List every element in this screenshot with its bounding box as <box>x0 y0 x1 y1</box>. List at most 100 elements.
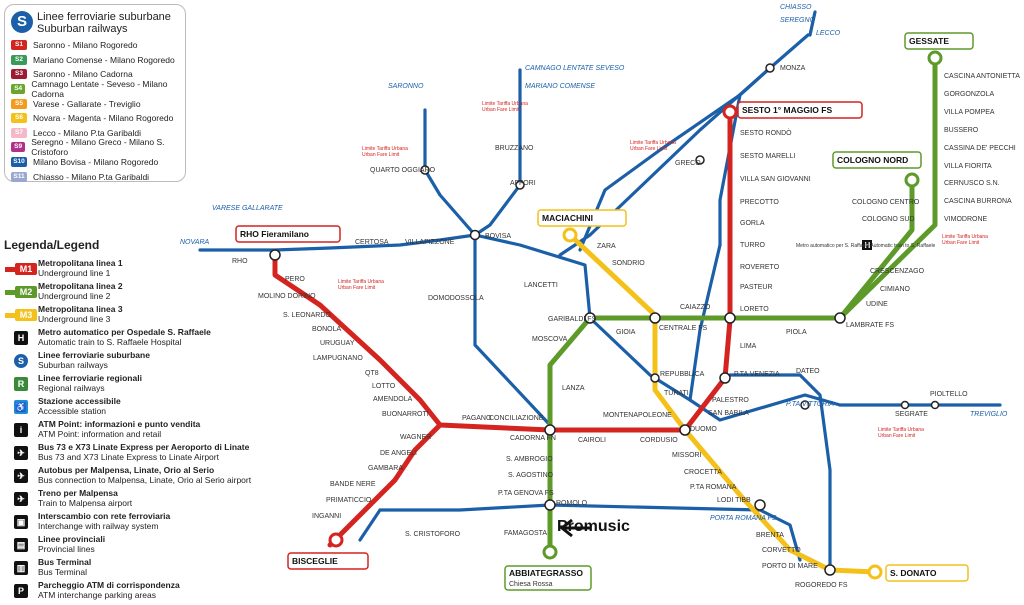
legend-symbol-icon: ✈ <box>4 488 38 510</box>
station-label: VILLA SAN GIOVANNI <box>740 176 811 183</box>
legend-text-it: ATM Point: informazioni e punto vendita <box>38 419 201 429</box>
svg-text:SEGRATE: SEGRATE <box>895 411 928 418</box>
legend-symbol-icon: ✈ <box>4 442 38 464</box>
legend-symbol-icon: ▥ <box>4 557 38 579</box>
metro-line-icon: M3 <box>4 304 38 326</box>
station-label: BUONARROTI <box>382 411 429 418</box>
line-badge: S1 <box>11 40 27 51</box>
suburban-legend: S Linee ferroviarie suburbane Suburban r… <box>4 4 186 182</box>
line-badge: S9 <box>11 142 26 153</box>
suburban-lines <box>198 10 1002 572</box>
svg-text:Urban Fare Limit: Urban Fare Limit <box>482 107 520 113</box>
promo-label: Promusic <box>557 518 630 535</box>
svg-text:BOVISA: BOVISA <box>485 233 511 240</box>
svg-text:VILLAPIZZONE: VILLAPIZZONE <box>405 239 455 246</box>
line-badge: S10 <box>11 157 27 168</box>
svg-text:TREVIGLIO: TREVIGLIO <box>970 411 1008 418</box>
svg-text:Urban Fare Limit: Urban Fare Limit <box>362 152 400 158</box>
station-label: LOTTO <box>372 383 396 390</box>
svg-text:CROCETTA: CROCETTA <box>684 469 722 476</box>
m1-line <box>272 109 733 548</box>
svg-text:ROGOREDO FS: ROGOREDO FS <box>795 582 848 589</box>
svg-text:ABBIATEGRASSO: ABBIATEGRASSO <box>509 568 583 578</box>
svg-text:LECCO: LECCO <box>816 30 841 37</box>
terminal-sesto: SESTO 1° MAGGIO FS <box>742 105 832 115</box>
legend-text-it: Autobus per Malpensa, Linate, Orio al Se… <box>38 465 215 475</box>
svg-text:GESSATE: GESSATE <box>909 36 949 46</box>
svg-text:Urban Fare Limit: Urban Fare Limit <box>878 433 916 439</box>
svg-text:CASSINA DE' PECCHI: CASSINA DE' PECCHI <box>944 145 1016 152</box>
station-label: URUGUAY <box>320 340 355 347</box>
legend-text-en: Accessible station <box>38 406 107 416</box>
legend-symbol-icon: ✈ <box>4 465 38 487</box>
svg-text:GRECO: GRECO <box>675 160 701 167</box>
svg-text:VILLA FIORITA: VILLA FIORITA <box>944 163 992 170</box>
legend-symbol-icon: ▤ <box>4 534 38 556</box>
legend-item: ✈Autobus per Malpensa, Linate, Orio al S… <box>4 465 266 488</box>
svg-text:Limite Tariffa Urbana: Limite Tariffa Urbana <box>362 146 408 152</box>
svg-text:Chiesa Rossa: Chiesa Rossa <box>509 581 553 588</box>
station-label: QT8 <box>365 370 379 377</box>
legend-text-en: Train to Malpensa airport <box>38 498 133 508</box>
station-label: INGANNI <box>312 513 341 520</box>
station-label: LORETO <box>740 306 769 313</box>
svg-text:Urban Fare Limit: Urban Fare Limit <box>338 285 376 291</box>
legend-text-it: Interscambio con rete ferroviaria <box>38 511 171 521</box>
legend-symbol-icon: H <box>4 327 38 349</box>
terminal-nodes <box>328 50 943 580</box>
svg-text:Metro automatico per S. Raffae: Metro automatico per S. Raffaele Automat… <box>796 243 936 249</box>
line-badge: S2 <box>11 54 27 65</box>
station-label: PRECOTTO <box>740 199 779 206</box>
svg-text:CAMNAGO LENTATE SEVESO: CAMNAGO LENTATE SEVESO <box>525 65 625 72</box>
svg-text:GARIBALDI FS: GARIBALDI FS <box>548 316 597 323</box>
svg-text:VILLA POMPEA: VILLA POMPEA <box>944 109 995 116</box>
svg-text:ZARA: ZARA <box>597 243 616 250</box>
svg-text:Limite Tariffa Urbana: Limite Tariffa Urbana <box>630 140 676 146</box>
svg-text:PORTO DI MARE: PORTO DI MARE <box>762 563 818 570</box>
line-badge: S6 <box>11 113 27 124</box>
station-label: MOLINO DORINO <box>258 293 316 300</box>
line-route: Mariano Comense - Milano Rogoredo <box>33 54 175 65</box>
line-badge: S11 <box>11 171 27 182</box>
svg-text:CENTRALE FS: CENTRALE FS <box>659 325 708 332</box>
m2-line <box>547 55 938 553</box>
legend-text-it: Metro automatico per Ospedale S. Raffael… <box>38 327 211 337</box>
suburban-logo-icon: S <box>11 11 33 33</box>
svg-text:AFFORI: AFFORI <box>510 180 536 187</box>
svg-text:COLOGNO NORD: COLOGNO NORD <box>837 155 908 165</box>
legend-text-it: Linee ferroviarie regionali <box>38 373 142 383</box>
svg-text:PIOLA: PIOLA <box>786 329 807 336</box>
svg-text:MONZA: MONZA <box>780 65 806 72</box>
svg-text:Limite Tariffa Urbana: Limite Tariffa Urbana <box>942 234 988 240</box>
legend-text-it: Linee ferroviarie suburbane <box>38 350 150 360</box>
svg-text:RHO: RHO <box>232 258 248 265</box>
legend-text-en: Regional railways <box>38 383 105 393</box>
legend-text-en: Underground line 3 <box>38 314 111 324</box>
line-route: Saronno - Milano Cadorna <box>33 69 133 80</box>
station-labels: PERO MOLINO DORINO S. LEONARDO BONOLA UR… <box>180 4 1020 589</box>
svg-text:LANCETTI: LANCETTI <box>524 282 558 289</box>
station-label: PERO <box>285 276 305 283</box>
legend-text-it: Treno per Malpensa <box>38 488 118 498</box>
svg-text:GORGONZOLA: GORGONZOLA <box>944 91 995 98</box>
station-label: AMENDOLA <box>373 396 413 403</box>
line-badge: S4 <box>11 84 26 95</box>
svg-text:TURATI: TURATI <box>664 390 689 397</box>
legend-symbol-icon: ♿ <box>4 396 38 418</box>
legend-text-it: Linee provinciali <box>38 534 106 544</box>
svg-text:S. CRISTOFORO: S. CRISTOFORO <box>405 531 461 538</box>
